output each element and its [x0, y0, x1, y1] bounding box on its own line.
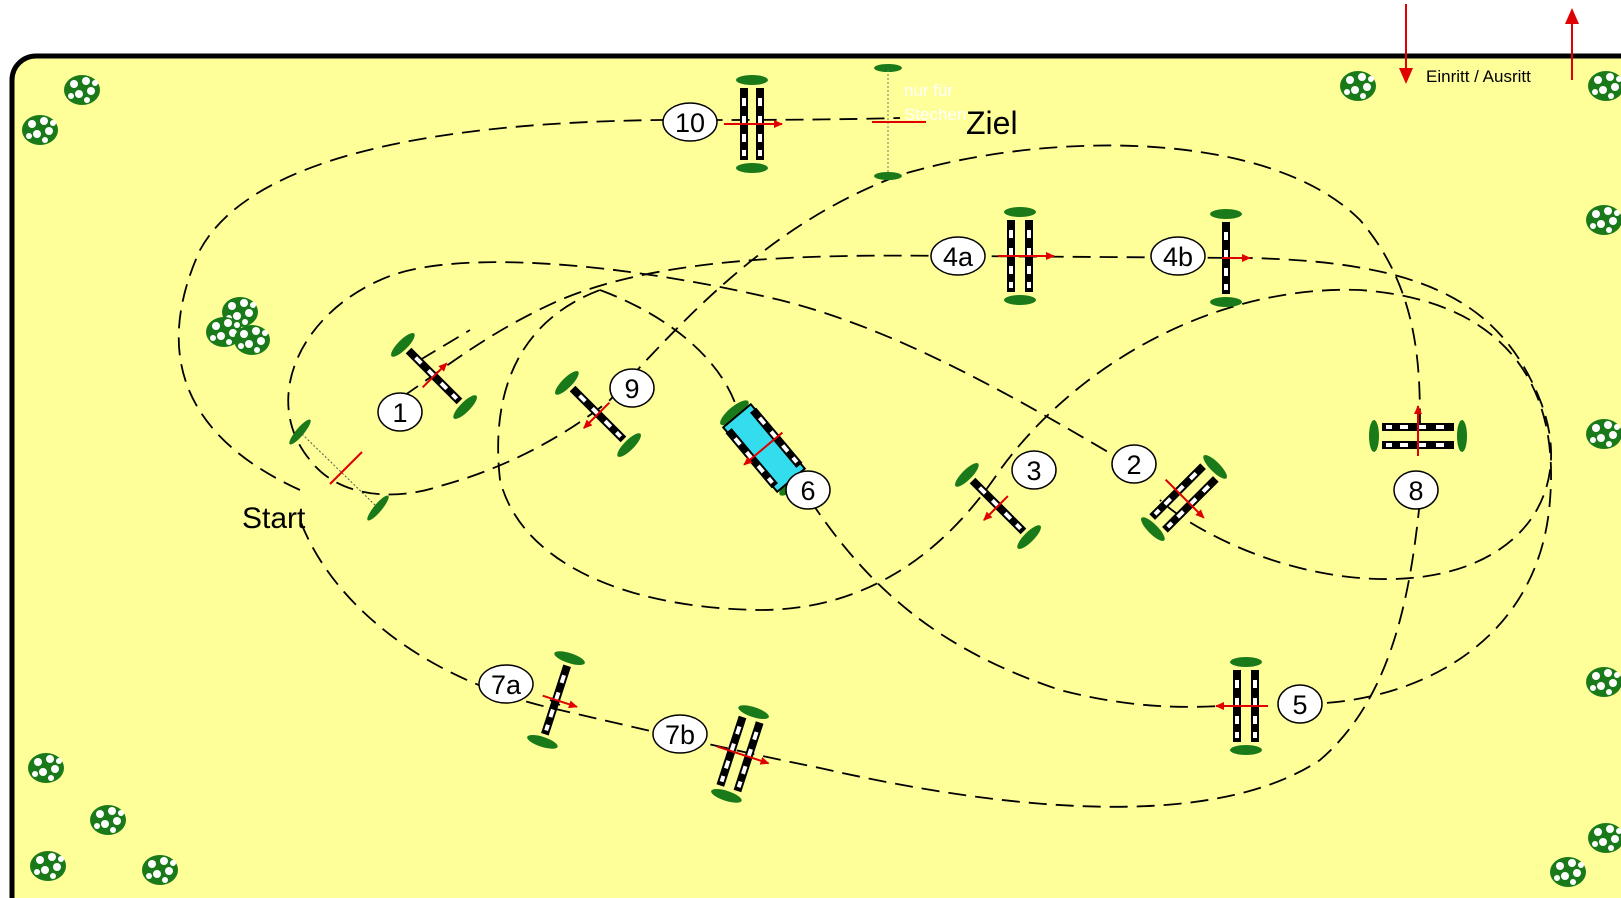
badge-3: 3 [1011, 450, 1057, 490]
badge-1: 1 [377, 392, 423, 432]
svg-text:6: 6 [800, 476, 815, 506]
badge-7a: 7a [478, 664, 534, 704]
svg-text:2: 2 [1126, 450, 1141, 480]
course-path [177, 117, 1552, 808]
obstacle-4a [998, 207, 1055, 305]
svg-text:7a: 7a [491, 670, 522, 700]
svg-text:3: 3 [1026, 456, 1041, 486]
svg-text:7b: 7b [665, 720, 695, 750]
badge-5: 5 [1277, 684, 1323, 724]
entrance-label: Einritt / Ausritt [1426, 67, 1531, 86]
start-line [289, 419, 389, 521]
badge-9: 9 [609, 368, 655, 408]
badge-8: 8 [1393, 470, 1439, 510]
finish-label: Ziel [966, 105, 1018, 141]
jumpoff-note: nur für Stechen [904, 81, 966, 124]
badge-2: 2 [1111, 444, 1157, 484]
obstacle-3 [952, 460, 1044, 552]
svg-text:9: 9 [624, 374, 639, 404]
obstacle-number-badges: 10 4a 4b 1 9 6 3 2 [377, 102, 1439, 754]
obstacle-8 [1369, 405, 1467, 456]
badge-7b: 7b [652, 714, 708, 754]
svg-text:1: 1 [392, 398, 407, 428]
obstacle-2 [1138, 452, 1230, 544]
finish-line [872, 64, 926, 180]
obstacle-10 [724, 75, 783, 173]
obstacle-7b [709, 702, 771, 806]
svg-text:5: 5 [1292, 690, 1307, 720]
badge-4b: 4b [1150, 236, 1206, 276]
obstacle-4b [1210, 209, 1251, 307]
svg-text:10: 10 [675, 108, 705, 138]
svg-text:4b: 4b [1163, 242, 1193, 272]
obstacle-9 [552, 368, 644, 460]
badge-6: 6 [785, 470, 831, 510]
badge-4a: 4a [930, 236, 986, 276]
svg-text:4a: 4a [943, 242, 974, 272]
svg-text:8: 8 [1408, 476, 1423, 506]
obstacle-1 [388, 330, 480, 422]
badge-10: 10 [662, 102, 718, 142]
start-label: Start [242, 502, 306, 535]
entrance-arrows [1399, 4, 1579, 84]
obstacle-5 [1215, 657, 1268, 755]
obstacle-7a [525, 648, 587, 752]
